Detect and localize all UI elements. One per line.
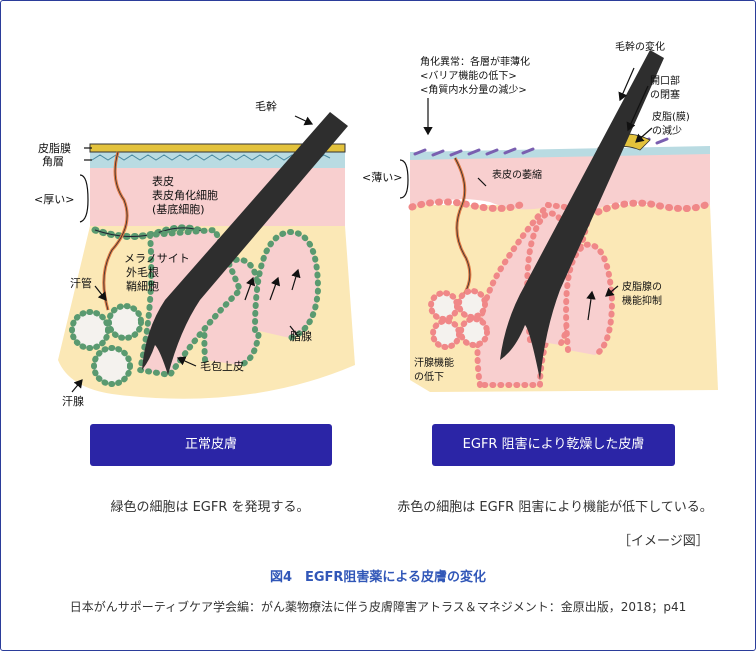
label-follicle-epithelium: 毛包上皮: [200, 360, 244, 373]
label-sebaceous-suppression-1: 皮脂腺の: [622, 280, 662, 293]
label-epidermal-atrophy: 表皮の萎縮: [492, 168, 542, 181]
image-note: ［イメージ図］: [618, 534, 709, 549]
label-orifice-2: の閉塞: [650, 88, 680, 101]
label-orifice-1: 開口部: [650, 74, 680, 87]
label-hair-shaft: 毛幹: [255, 99, 277, 113]
label-hair-shaft-change: 毛幹の変化: [615, 40, 665, 53]
label-sebaceous-gland: 脂腺: [290, 329, 312, 343]
right-caption: 赤色の細胞は EGFR 阻害により機能が低下している。: [397, 500, 713, 515]
egfr-dry-skin-button[interactable]: EGFR 阻害により乾燥した皮膚: [432, 424, 675, 466]
label-thick: <厚い>: [34, 193, 74, 206]
label-sebum-1: 皮脂(膜): [652, 110, 690, 123]
label-keratinization-3: <角質内水分量の減少>: [420, 83, 527, 96]
label-thin: <薄い>: [362, 170, 402, 184]
label-epidermis: 表皮: [152, 174, 174, 188]
normal-skin-panel: 毛幹 皮脂膜 角層 <厚い> 表皮 表皮角化細胞 (基底細胞) メラノサイト 外…: [34, 99, 355, 408]
label-sebum-2: の減少: [652, 124, 682, 137]
label-stratum-corneum: 角層: [42, 155, 64, 168]
sweat-gland-left: [69, 303, 144, 387]
label-keratinization-1: 角化異常：各層が菲薄化: [420, 55, 530, 68]
sweat-gland-right: [428, 288, 490, 350]
label-outer-root-sheath-1: 外毛根: [126, 265, 159, 279]
source-citation: 日本がんサポーティブケア学会編：がん薬物療法に伴う皮膚障害アトラス＆マネジメント…: [69, 600, 687, 614]
label-sebaceous-suppression-2: 機能抑制: [622, 294, 662, 307]
epidermis-right: [410, 152, 710, 210]
stratum-corneum-left: [90, 152, 345, 168]
stratum-corneum-right: [410, 146, 710, 160]
label-keratinocyte: 表皮角化細胞: [152, 188, 218, 202]
label-sweat-duct: 汗管: [70, 276, 92, 290]
label-sweat-gland: 汗腺: [62, 394, 84, 408]
normal-skin-button[interactable]: 正常皮膚: [90, 424, 332, 466]
hair-shaft-left: [142, 112, 348, 375]
label-outer-root-sheath-2: 鞘細胞: [126, 279, 159, 293]
label-sebum-film: 皮脂膜: [38, 141, 71, 155]
basal-layer-right: [408, 198, 524, 212]
left-caption: 緑色の細胞は EGFR を発現する。: [110, 500, 310, 515]
label-basal-cell: (基底細胞): [152, 202, 205, 216]
label-keratinization-2: <バリア機能の低下>: [420, 69, 517, 82]
egfr-dry-skin-panel: 角化異常：各層が菲薄化 <バリア機能の低下> <角質内水分量の減少> 毛幹の変化…: [362, 40, 718, 392]
label-sweat-decline-2: の低下: [414, 370, 444, 383]
figure-title: 図4 EGFR阻害薬による皮膚の変化: [269, 570, 487, 585]
label-sweat-decline-1: 汗腺機能: [414, 356, 454, 369]
label-melanocyte: メラノサイト: [124, 252, 190, 265]
hair-shaft-right: [500, 50, 664, 380]
